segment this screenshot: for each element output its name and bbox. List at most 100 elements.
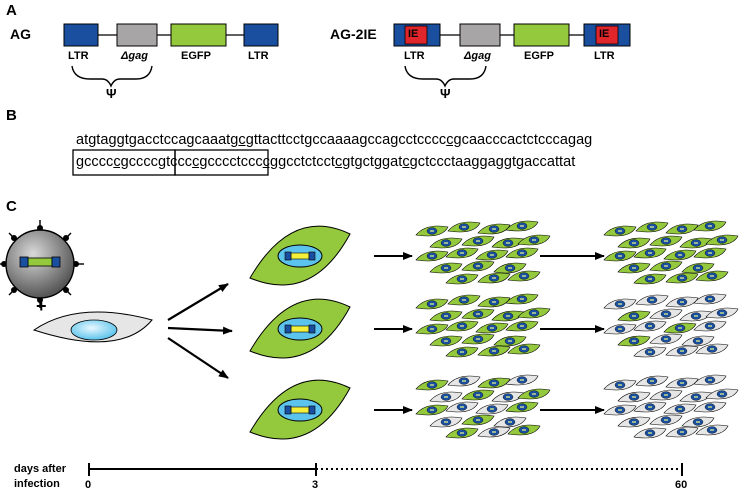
green-cell <box>477 377 511 389</box>
green-cell <box>649 235 683 247</box>
green-cell <box>663 249 697 261</box>
green-cell <box>517 388 551 400</box>
green-cell <box>475 249 509 261</box>
green-cell <box>517 234 551 246</box>
green-cell <box>477 296 511 308</box>
green-cell <box>461 235 495 247</box>
arrow-branch-2 <box>167 326 233 335</box>
green-cell <box>445 320 479 332</box>
plus-sign: + <box>36 296 47 316</box>
green-cell <box>617 237 651 249</box>
grey-cell <box>649 389 683 401</box>
ag-ltr-left <box>63 23 99 47</box>
construct-ag2ie-name: AG-2IE <box>330 26 377 42</box>
timeline <box>88 463 683 476</box>
green-cell <box>477 345 511 357</box>
grey-cell <box>445 401 479 413</box>
grey-cell <box>693 293 727 305</box>
green-cell <box>445 273 479 285</box>
green-cell <box>461 308 495 320</box>
green-cell <box>429 237 463 249</box>
grey-cell <box>505 374 539 386</box>
grey-cell <box>429 416 463 428</box>
ie-gag-box <box>459 23 501 47</box>
green-cell <box>649 260 683 272</box>
ag-psi-label: Ψ <box>106 86 117 101</box>
green-cell <box>665 272 699 284</box>
ie-insert-right-label: IE <box>599 28 610 40</box>
ie-gag-label: Δgag <box>464 50 491 62</box>
green-cell <box>475 322 509 334</box>
timeline-tick-0: 0 <box>85 479 92 491</box>
green-cell <box>429 310 463 322</box>
green-cell <box>415 250 449 262</box>
grey-cell <box>633 346 667 358</box>
arrow-branch-1 <box>167 283 229 321</box>
panel-b-letter: B <box>6 107 17 124</box>
grey-cell <box>665 377 699 389</box>
green-cell <box>445 247 479 259</box>
green-cell <box>461 389 495 401</box>
green-cell <box>505 320 539 332</box>
grey-cell <box>633 401 667 413</box>
green-cell <box>505 401 539 413</box>
green-cell <box>429 335 463 347</box>
green-cell <box>505 220 539 232</box>
green-cell <box>445 427 479 439</box>
green-cell <box>693 220 727 232</box>
green-cell <box>617 335 651 347</box>
green-cell <box>415 225 449 237</box>
ag-egfp-box <box>170 23 227 47</box>
grey-cell <box>681 416 715 428</box>
infected-cell-1 <box>249 225 351 286</box>
green-cell <box>517 307 551 319</box>
grey-cell <box>493 416 527 428</box>
grey-cell <box>665 345 699 357</box>
construct-ag-name: AG <box>10 26 31 42</box>
green-cell <box>447 294 481 306</box>
construct-ag <box>63 23 279 88</box>
green-cell <box>633 247 667 259</box>
grey-cell <box>693 401 727 413</box>
green-cell <box>617 310 651 322</box>
ie-ltr-left-label: LTR <box>404 50 425 62</box>
green-cell <box>633 273 667 285</box>
ag-ltr-right <box>243 23 279 47</box>
green-cell <box>617 262 651 274</box>
timeline-tick-3: 3 <box>312 479 319 491</box>
green-cell <box>665 223 699 235</box>
ie-insert-right <box>595 25 619 45</box>
grey-cell <box>617 391 651 403</box>
grey-cell <box>447 375 481 387</box>
green-cell <box>447 221 481 233</box>
grey-cell <box>693 320 727 332</box>
green-cell <box>477 272 511 284</box>
infected-cell-2 <box>249 298 351 359</box>
green-cell <box>461 260 495 272</box>
grey-cell <box>649 414 683 426</box>
grey-cell <box>477 426 511 438</box>
grey-cell <box>649 308 683 320</box>
ie-psi-label: Ψ <box>440 86 451 101</box>
grey-cell <box>705 388 739 400</box>
green-cell <box>693 247 727 259</box>
grey-cell <box>635 375 669 387</box>
ag-gag-box <box>116 23 158 47</box>
green-cell <box>681 262 715 274</box>
ie-ltr-right-label: LTR <box>594 50 615 62</box>
grey-cell <box>649 333 683 345</box>
green-cell <box>603 225 637 237</box>
green-cell <box>415 379 449 391</box>
green-cell <box>505 247 539 259</box>
grey-cell <box>705 307 739 319</box>
grey-cell <box>635 294 669 306</box>
green-cell <box>663 322 697 334</box>
ie-psi-brace <box>404 65 487 88</box>
grey-cell <box>681 335 715 347</box>
green-cell <box>493 335 527 347</box>
green-cell <box>635 221 669 233</box>
ag-gag-label: Δgag <box>121 50 148 62</box>
grey-cell <box>665 426 699 438</box>
green-cell <box>445 346 479 358</box>
